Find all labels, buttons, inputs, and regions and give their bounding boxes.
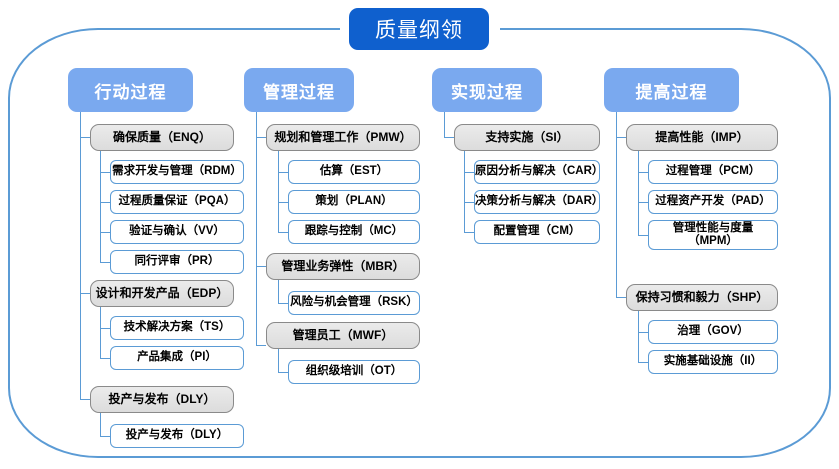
- group-mwf-trunk: [278, 349, 279, 372]
- leaf-box-plan[interactable]: 策划（PLAN）: [288, 190, 420, 214]
- leaf-box-pad[interactable]: 过程资产开发（PAD）: [648, 190, 778, 214]
- connector: [638, 332, 648, 333]
- group-shp-trunk: [638, 311, 639, 362]
- group-box-dly[interactable]: 投产与发布（DLY）: [90, 386, 234, 413]
- leaf-box-pi[interactable]: 产品集成（PI）: [110, 346, 244, 370]
- group-mbr-trunk: [278, 280, 279, 303]
- leaf-box-est[interactable]: 估算（EST）: [288, 160, 420, 184]
- leaf-box-ii[interactable]: 实施基础设施（II）: [648, 350, 778, 374]
- leaf-box-dar[interactable]: 决策分析与解决（DAR）: [474, 190, 603, 214]
- group-box-mbr[interactable]: 管理业务弹性（MBR）: [266, 253, 420, 280]
- connector: [256, 137, 266, 138]
- leaf-box-gov[interactable]: 治理（GOV）: [648, 320, 778, 344]
- connector: [638, 202, 648, 203]
- connector: [80, 399, 90, 400]
- leaf-box-cm[interactable]: 配置管理（CM）: [474, 220, 600, 244]
- connector: [100, 172, 110, 173]
- group-imp-trunk: [638, 151, 639, 235]
- column-header-1[interactable]: 行动过程: [68, 68, 193, 112]
- group-box-pmw[interactable]: 规划和管理工作（PMW）: [266, 124, 420, 151]
- column-header-2[interactable]: 管理过程: [244, 68, 354, 112]
- connector: [638, 362, 648, 363]
- connector: [278, 372, 288, 373]
- group-box-shp[interactable]: 保持习惯和毅力（SHP）: [626, 284, 778, 311]
- connector: [100, 232, 110, 233]
- leaf-box-pqa[interactable]: 过程质量保证（PQA）: [110, 190, 244, 214]
- connector: [100, 202, 110, 203]
- leaf-box-rdm[interactable]: 需求开发与管理（RDM）: [110, 160, 244, 184]
- connector: [256, 345, 266, 346]
- connector: [464, 172, 474, 173]
- column-header-3[interactable]: 实现过程: [432, 68, 542, 112]
- group-edp-trunk: [100, 307, 101, 358]
- leaf-box-pr[interactable]: 同行评审（PR）: [110, 250, 244, 274]
- connector: [638, 235, 648, 236]
- group-box-mwf[interactable]: 管理员工（MWF）: [266, 322, 420, 349]
- leaf-box-ot[interactable]: 组织级培训（OT）: [288, 360, 420, 384]
- connector: [80, 293, 90, 294]
- connector: [256, 266, 266, 267]
- group-si-trunk: [464, 151, 465, 232]
- leaf-box-dly[interactable]: 投产与发布（DLY）: [110, 424, 244, 448]
- leaf-box-mc[interactable]: 跟踪与控制（MC）: [288, 220, 420, 244]
- group-enq-trunk: [100, 151, 101, 262]
- connector: [616, 297, 626, 298]
- leaf-box-pcm[interactable]: 过程管理（PCM）: [648, 160, 778, 184]
- leaf-box-rsk[interactable]: 风险与机会管理（RSK）: [288, 291, 420, 315]
- connector: [464, 232, 474, 233]
- column-4-trunk: [616, 112, 617, 297]
- column-header-4[interactable]: 提高过程: [604, 68, 739, 112]
- group-box-imp[interactable]: 提高性能（IMP）: [626, 124, 778, 151]
- connector: [616, 137, 626, 138]
- connector: [100, 328, 110, 329]
- group-box-edp[interactable]: 设计和开发产品（EDP）: [90, 280, 234, 307]
- leaf-box-car[interactable]: 原因分析与解决（CAR）: [474, 160, 603, 184]
- leaf-box-ts[interactable]: 技术解决方案（TS）: [110, 316, 244, 340]
- diagram-title: 质量纲领: [349, 8, 489, 50]
- connector: [278, 172, 288, 173]
- connector: [100, 358, 110, 359]
- connector: [80, 137, 90, 138]
- column-2-trunk: [256, 112, 257, 345]
- group-box-enq[interactable]: 确保质量（ENQ）: [90, 124, 234, 151]
- leaf-box-mpm[interactable]: 管理性能与度量 （MPM）: [648, 220, 778, 250]
- column-1-trunk: [80, 112, 81, 399]
- group-pmw-trunk: [278, 151, 279, 232]
- connector: [100, 436, 110, 437]
- leaf-box-vv[interactable]: 验证与确认（VV）: [110, 220, 244, 244]
- group-dly-trunk: [100, 413, 101, 436]
- connector: [278, 232, 288, 233]
- column-3-trunk: [444, 112, 445, 137]
- connector: [100, 262, 110, 263]
- connector: [278, 202, 288, 203]
- connector: [278, 303, 288, 304]
- connector: [638, 172, 648, 173]
- connector: [444, 137, 454, 138]
- connector: [464, 202, 474, 203]
- group-box-si[interactable]: 支持实施（SI）: [454, 124, 600, 151]
